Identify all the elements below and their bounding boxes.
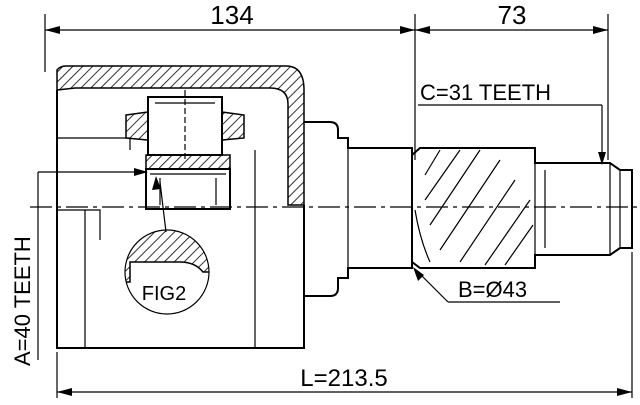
callout-shaft-teeth: C=31 TEETH [418,80,606,165]
splined-shaft [411,147,633,269]
roller-assembly [125,90,245,210]
dimension-top: 134 73 [44,0,609,160]
shaft-teeth-label: C=31 TEETH [420,80,551,105]
fig2-detail: FIG2 [124,176,210,315]
housing [56,65,413,349]
dimension-134: 134 [210,0,253,30]
fig2-label: FIG2 [142,283,186,305]
dimension-73: 73 [498,0,527,30]
dimension-overall-length: L=213.5 [300,365,387,392]
callout-outer-teeth: A=40 TEETH [10,168,148,366]
callout-shaft-diameter: B=Ø43 [413,267,560,303]
shaft-diameter-label: B=Ø43 [458,277,527,302]
outer-teeth-label: A=40 TEETH [10,236,35,366]
dimension-overall: L=213.5 [56,252,633,398]
